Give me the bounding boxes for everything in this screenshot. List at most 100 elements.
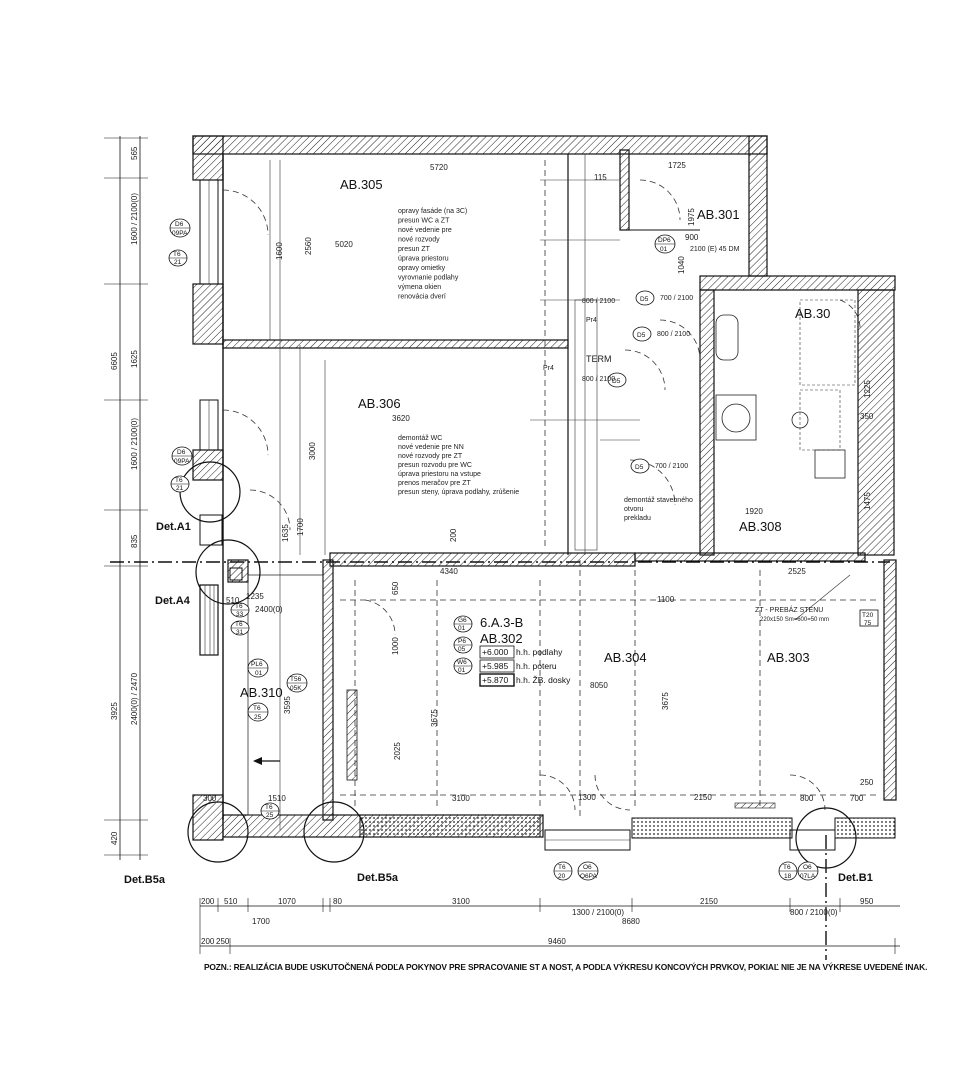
svg-text:1100: 1100 <box>657 595 675 604</box>
partition-note-2: 220x150 Sm=600=50 mm <box>760 617 829 623</box>
svg-text:D5: D5 <box>635 464 644 471</box>
level-floor-value: +6.000 <box>482 647 509 657</box>
room-ab305: AB.305 <box>340 177 383 192</box>
svg-text:835: 835 <box>130 534 139 548</box>
svg-text:2100 (E) 45 DM: 2100 (E) 45 DM <box>690 246 740 253</box>
door-swings <box>222 179 861 811</box>
svg-text:800 / 2100: 800 / 2100 <box>657 331 690 338</box>
svg-text:1000: 1000 <box>391 637 400 655</box>
svg-text:3100: 3100 <box>452 794 470 803</box>
svg-text:200: 200 <box>449 528 458 542</box>
svg-text:W6: W6 <box>457 659 467 666</box>
svg-text:D6: D6 <box>177 449 186 456</box>
svg-text:3000: 3000 <box>308 442 317 460</box>
bottom-dimension-chain: 200 510 1070 80 3100 1300 / 2100(0) 2150… <box>199 897 900 954</box>
svg-text:1725: 1725 <box>668 161 686 170</box>
svg-text:1625: 1625 <box>130 350 139 368</box>
svg-text:01: 01 <box>255 670 263 677</box>
note-line: renovácia dverí <box>398 294 446 301</box>
room-ab307: AB.30 <box>795 306 830 321</box>
svg-text:950: 950 <box>860 897 874 906</box>
tag-bubbles: G6 01 P6 05 W6 01 PL6 01 T56 05K <box>168 218 879 881</box>
svg-text:510: 510 <box>226 596 240 605</box>
tag-p6: P6 05 <box>453 636 473 654</box>
tag-t21b: T6 21 <box>170 475 190 493</box>
svg-text:05: 05 <box>458 646 466 653</box>
svg-text:3100: 3100 <box>452 897 470 906</box>
svg-text:25: 25 <box>254 714 262 721</box>
svg-text:2525: 2525 <box>788 567 806 576</box>
svg-text:300: 300 <box>203 794 217 803</box>
svg-text:T6: T6 <box>558 864 566 871</box>
svg-text:D5: D5 <box>637 332 646 339</box>
tag-d6a: D6 09PA <box>169 218 191 238</box>
svg-text:8050: 8050 <box>590 681 608 690</box>
det-b5a-left-label: Det.B5a <box>124 874 166 886</box>
note-line: opravy omietky <box>398 265 446 272</box>
room-ab301: AB.301 <box>697 207 740 222</box>
svg-text:3675: 3675 <box>430 709 439 727</box>
svg-text:700 / 2100: 700 / 2100 <box>660 295 693 302</box>
level-screed-value: +5.985 <box>482 661 509 671</box>
level-floor-label: h.h. podlahy <box>516 647 563 657</box>
svg-text:4340: 4340 <box>440 567 458 576</box>
svg-text:2150: 2150 <box>694 793 712 802</box>
svg-text:07LA: 07LA <box>800 873 816 880</box>
svg-text:3925: 3925 <box>110 702 119 720</box>
internal-dimensions: 5720 1725 115 5020 3620 4340 1100 2525 8… <box>203 161 874 803</box>
svg-text:700: 700 <box>850 794 864 803</box>
svg-text:2400(0): 2400(0) <box>255 605 283 614</box>
det-a1-label: Det.A1 <box>156 521 191 533</box>
svg-text:PL6: PL6 <box>251 661 263 668</box>
tag-g6: G6 01 <box>453 615 473 633</box>
svg-text:T6: T6 <box>783 864 791 871</box>
svg-text:01: 01 <box>458 625 466 632</box>
svg-text:1635: 1635 <box>281 524 290 542</box>
det-a4-label: Det.A4 <box>155 595 191 607</box>
partition-note: ZT - PREBÁZ STENU <box>755 605 823 614</box>
svg-text:8680: 8680 <box>622 917 640 926</box>
svg-text:1475: 1475 <box>863 492 872 510</box>
note-line: presun rozvodu pre WC <box>398 462 472 469</box>
door-pr4a: Pr4 <box>586 317 597 324</box>
note-line: prekladu <box>624 515 651 522</box>
room-ab306: AB.306 <box>358 396 401 411</box>
bottom-note: POZN.: REALIZÁCIA BUDE USKUTOČNENÁ PODĽA… <box>204 962 928 972</box>
note-line: výmena okien <box>398 284 441 291</box>
svg-text:900: 900 <box>685 233 699 242</box>
svg-text:20: 20 <box>558 873 566 880</box>
svg-text:2025: 2025 <box>393 742 402 760</box>
svg-text:1300 / 2100(0): 1300 / 2100(0) <box>572 908 624 917</box>
tag-pl6: PL6 01 <box>247 658 269 678</box>
tag-t18: T6 18 <box>778 861 798 881</box>
svg-text:2560: 2560 <box>304 237 313 255</box>
svg-text:80: 80 <box>333 897 342 906</box>
room-code-302: 6.A.3-B <box>480 615 523 630</box>
svg-text:T6: T6 <box>235 603 243 610</box>
room-305-notes: opravy fasáde (na 3C)presun WC a ZTnové … <box>398 208 467 301</box>
level-slab-label: h.h. ŽB. dosky <box>516 675 571 685</box>
note-line: presun steny, úprava podlahy, zrúšenie <box>398 489 519 496</box>
note-line: nové rozvody pre ZT <box>398 453 463 460</box>
left-dimension-chain: 565 1600 / 2100(0) 6605 1625 1600 / 2100… <box>104 136 148 860</box>
room-ab302: AB.302 <box>480 631 523 646</box>
svg-text:O6: O6 <box>583 864 592 871</box>
tag-t20: T6 20 <box>553 861 573 881</box>
interior-lines <box>199 154 856 851</box>
svg-text:3620: 3620 <box>392 414 410 423</box>
note-line: demontáž stavebného <box>624 497 693 504</box>
tag-w6: W6 01 <box>453 657 473 675</box>
note-line: demontáž WC <box>398 435 442 442</box>
arrow-icon <box>253 757 280 765</box>
svg-text:1600: 1600 <box>275 242 284 260</box>
door-pr4b: Pr4 <box>543 365 554 372</box>
svg-text:D5: D5 <box>612 378 621 385</box>
note-line: nové rozvody <box>398 237 440 244</box>
svg-text:200: 200 <box>201 937 215 946</box>
svg-text:T6: T6 <box>253 705 261 712</box>
tag-o6pa: O6 O6PA <box>577 861 599 881</box>
svg-text:T20: T20 <box>862 612 874 619</box>
